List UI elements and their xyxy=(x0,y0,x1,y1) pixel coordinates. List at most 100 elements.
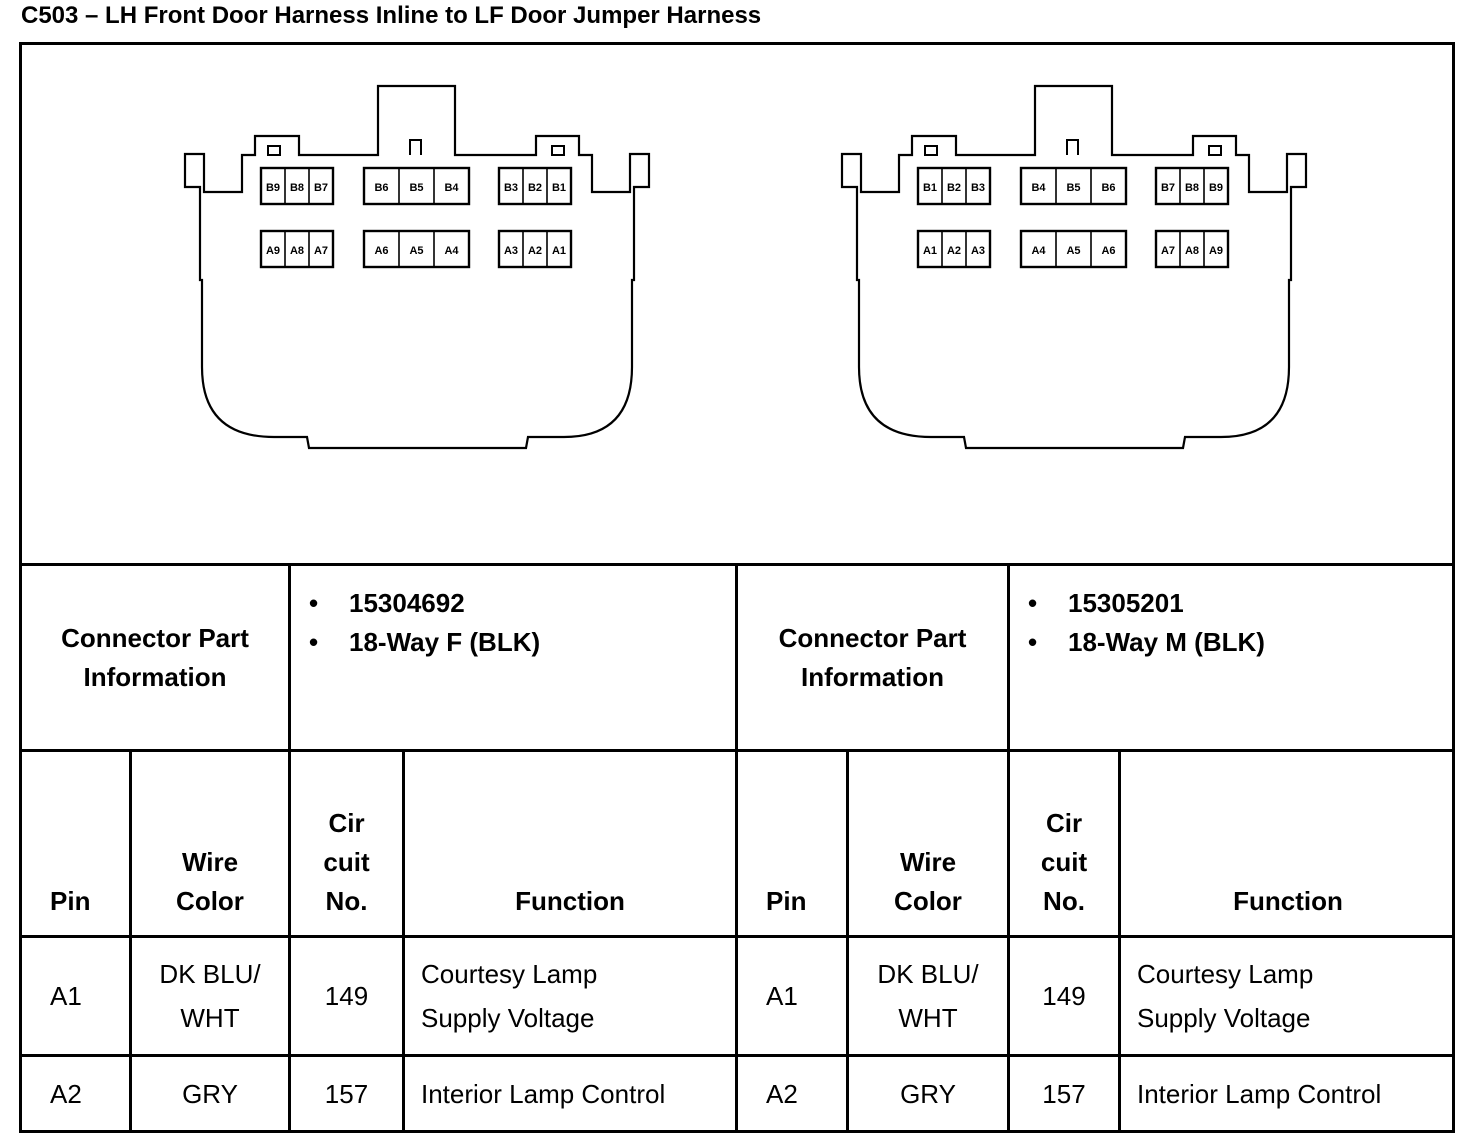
cell-text: A2 xyxy=(50,1078,82,1109)
pin-cavity-group-bottom: A1 A2 A3 xyxy=(916,229,992,269)
column-header-wire-color: Wire Color xyxy=(849,752,1007,935)
table-cell-wire-color: GRY xyxy=(132,1057,288,1130)
pin-label: B9 xyxy=(266,182,280,194)
table-divider xyxy=(846,749,849,1133)
pin-label: B7 xyxy=(314,182,328,194)
pin-label: B3 xyxy=(504,182,518,194)
table-divider xyxy=(288,563,291,1133)
table-cell-circuit: 149 xyxy=(291,938,402,1054)
cell-text: 149 xyxy=(1042,981,1086,1011)
pin-cavity-group-top: B3 B2 B1 xyxy=(497,166,573,206)
header-text: Pin xyxy=(766,886,807,916)
connector-description: 18-Way F (BLK) xyxy=(309,623,735,662)
table-cell-wire-color: DK BLU/ WHT xyxy=(849,938,1007,1054)
pin-label: A6 xyxy=(374,245,388,257)
table-divider xyxy=(402,749,405,1133)
pin-label: A3 xyxy=(971,245,985,257)
table-cell-function: Courtesy Lamp Supply Voltage xyxy=(1121,938,1455,1054)
header-text: Cir cuit No. xyxy=(323,808,370,916)
pin-label: B4 xyxy=(1031,182,1046,194)
pin-cavity-group-top: B9 B8 B7 xyxy=(259,166,335,206)
table-cell-pin: A2 xyxy=(738,1057,846,1130)
table-divider xyxy=(1118,749,1121,1133)
cell-text: DK BLU/ WHT xyxy=(159,959,261,1033)
table-cell-function: Interior Lamp Control xyxy=(1121,1057,1455,1130)
table-cell-function: Interior Lamp Control xyxy=(405,1057,735,1130)
table-cell-function: Courtesy Lamp Supply Voltage xyxy=(405,938,735,1054)
pin-label: A2 xyxy=(947,245,961,257)
pin-label: B4 xyxy=(444,182,459,194)
column-header-circuit: Cir cuit No. xyxy=(1010,752,1118,935)
pin-label: A4 xyxy=(1031,245,1046,257)
table-cell-circuit: 149 xyxy=(1010,938,1118,1054)
pin-label: A1 xyxy=(552,245,566,257)
pin-label: A5 xyxy=(409,245,423,257)
pin-label: A2 xyxy=(528,245,542,257)
cell-text: A2 xyxy=(766,1078,798,1109)
table-divider xyxy=(1007,563,1010,1133)
pin-label: B5 xyxy=(1066,182,1080,194)
connector-description: 18-Way M (BLK) xyxy=(1028,623,1455,662)
pin-label: A7 xyxy=(314,245,328,257)
table-cell-circuit: 157 xyxy=(1010,1057,1118,1130)
cell-text: A1 xyxy=(766,981,798,1011)
pin-label: B2 xyxy=(528,182,542,194)
part-number: 15305201 xyxy=(1028,584,1455,623)
pin-label: B2 xyxy=(947,182,961,194)
part-number: 15304692 xyxy=(309,584,735,623)
header-text: Wire Color xyxy=(176,847,244,916)
table-divider xyxy=(735,563,738,1133)
column-header-function: Function xyxy=(405,752,735,935)
connector-info-label: Connector Part Information xyxy=(738,566,1007,749)
table-divider xyxy=(129,749,132,1133)
pin-label: A5 xyxy=(1066,245,1080,257)
cell-text: Courtesy Lamp Supply Voltage xyxy=(1137,959,1314,1033)
pin-label: B9 xyxy=(1209,182,1223,194)
connector-info-label-text: Connector Part Information xyxy=(61,622,249,692)
pin-label: A7 xyxy=(1161,245,1175,257)
column-header-wire-color: Wire Color xyxy=(132,752,288,935)
header-text: Function xyxy=(1233,886,1343,916)
cell-text: GRY xyxy=(182,1078,238,1109)
pin-label: A9 xyxy=(1209,245,1223,257)
connector-info-values: 15305201 18-Way M (BLK) xyxy=(1010,566,1455,749)
table-cell-circuit: 157 xyxy=(291,1057,402,1130)
cell-text: A1 xyxy=(50,981,82,1011)
pin-label: A4 xyxy=(444,245,459,257)
pin-label: B1 xyxy=(923,182,937,194)
connector-info-values: 15304692 18-Way F (BLK) xyxy=(291,566,735,749)
pin-label: A8 xyxy=(290,245,304,257)
pin-label: A1 xyxy=(923,245,937,257)
cell-text: Courtesy Lamp Supply Voltage xyxy=(421,959,598,1033)
header-text: Wire Color xyxy=(894,847,962,916)
pin-label: B8 xyxy=(290,182,304,194)
column-header-pin: Pin xyxy=(738,752,846,935)
table-cell-wire-color: GRY xyxy=(849,1057,1007,1130)
cell-text: 157 xyxy=(324,1078,369,1109)
connector-info-label-text: Connector Part Information xyxy=(778,622,967,692)
column-header-circuit: Cir cuit No. xyxy=(291,752,402,935)
pin-label: B1 xyxy=(552,182,566,194)
pin-label: B6 xyxy=(1101,182,1115,194)
cell-text: GRY xyxy=(900,1078,956,1109)
pin-label: B8 xyxy=(1185,182,1199,194)
header-text: Function xyxy=(515,886,625,916)
table-cell-wire-color: DK BLU/ WHT xyxy=(132,938,288,1054)
pin-cavity-group-bottom: A6 A5 A4 xyxy=(362,229,471,269)
table-cell-pin: A2 xyxy=(22,1057,129,1130)
connector-info-label: Connector Part Information xyxy=(22,566,288,749)
table-cell-pin: A1 xyxy=(738,938,846,1054)
cell-text: Interior Lamp Control xyxy=(421,1078,666,1109)
page-title: C503 – LH Front Door Harness Inline to L… xyxy=(21,2,762,29)
pin-label: B6 xyxy=(374,182,388,194)
cell-text: DK BLU/ WHT xyxy=(877,959,979,1033)
